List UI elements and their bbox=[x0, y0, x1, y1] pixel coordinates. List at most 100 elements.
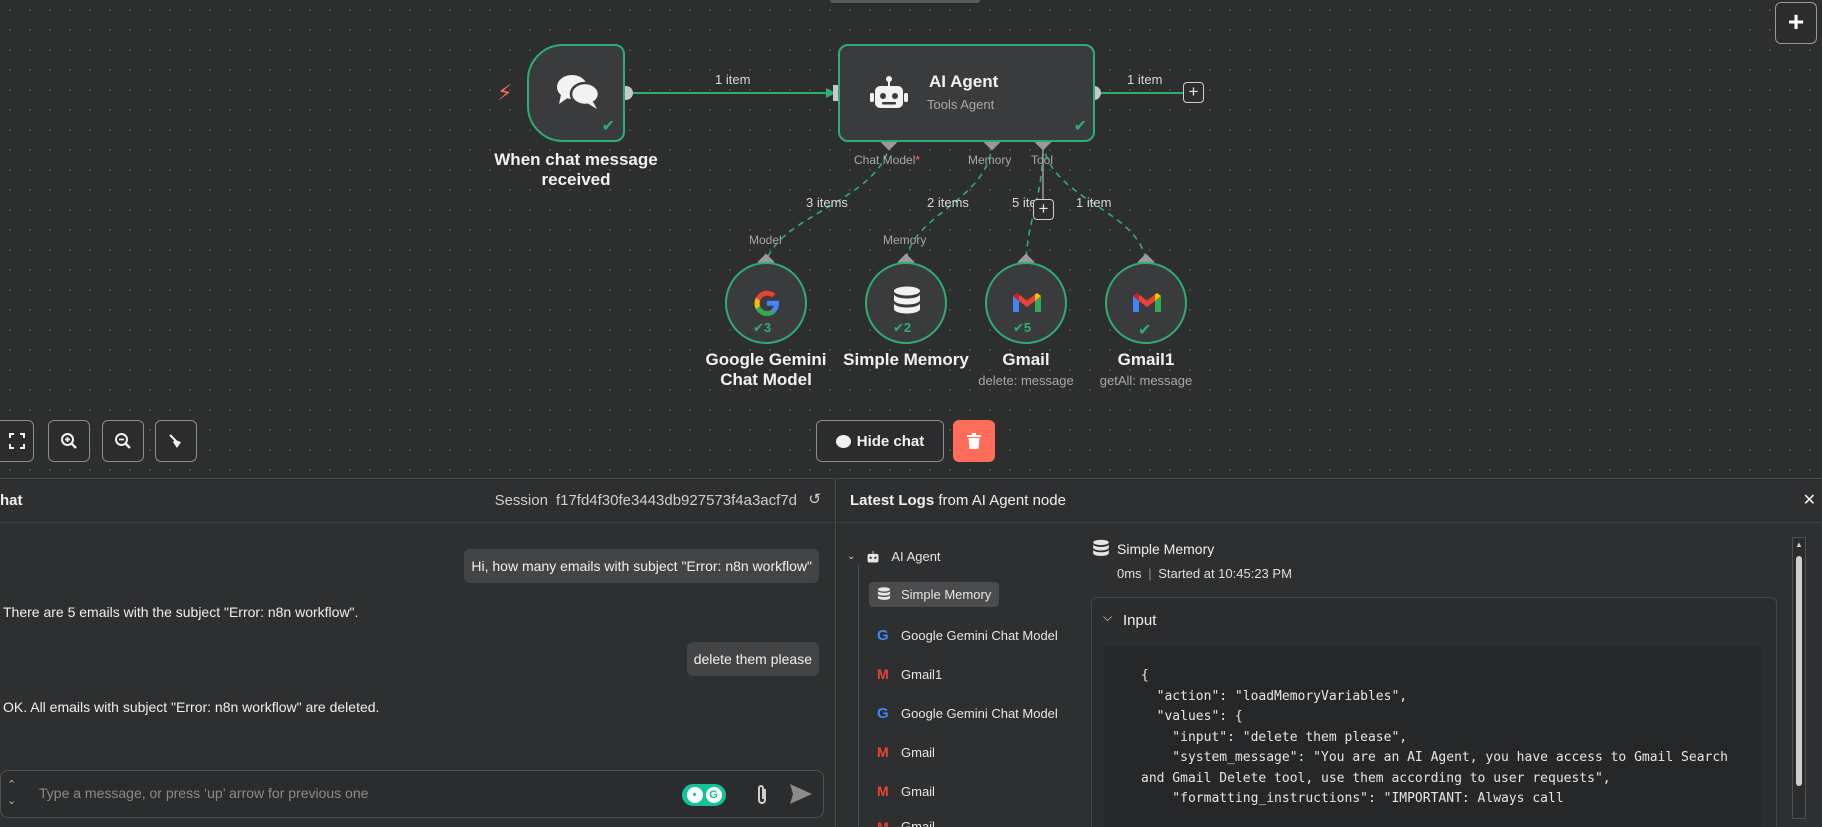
logs-scrollbar[interactable]: ▲ bbox=[1792, 537, 1806, 819]
chat-header: hat Session f17fd4f30fe3443db927573f4a3ac… bbox=[0, 479, 835, 523]
fit-view-button[interactable] bbox=[0, 420, 34, 462]
trigger-node[interactable]: ✔ bbox=[527, 44, 625, 142]
hide-chat-button[interactable]: Hide chat bbox=[816, 420, 944, 462]
database-icon bbox=[1093, 539, 1109, 556]
google-icon bbox=[754, 290, 779, 316]
google-icon: G bbox=[877, 705, 889, 722]
log-tree-item-gemini[interactable]: G Google Gemini Chat Model bbox=[877, 627, 1058, 644]
chat-message-bot: OK. All emails with subject "Error: n8n … bbox=[3, 699, 380, 715]
session-label: Session bbox=[494, 492, 548, 509]
tree-item-label: AI Agent bbox=[891, 549, 941, 564]
database-icon bbox=[894, 286, 920, 314]
robot-icon bbox=[870, 76, 908, 108]
chevron-down-icon[interactable]: ⌵ bbox=[1103, 610, 1113, 624]
tree-item-label: Simple Memory bbox=[901, 587, 992, 602]
agent-subtitle: Tools Agent bbox=[927, 97, 995, 112]
gmail1-node-subtitle: getAll: message bbox=[1099, 373, 1193, 388]
port-label-memory-in: Memory bbox=[883, 233, 927, 247]
tree-item-label: Gmail bbox=[901, 819, 935, 827]
gmail1-node[interactable]: ✔ bbox=[1105, 262, 1187, 344]
trigger-node-title: When chat message received bbox=[494, 150, 658, 189]
log-tree-item-simple-memory[interactable]: Simple Memory bbox=[869, 582, 1000, 607]
success-check-icon: ✔ bbox=[1138, 322, 1152, 339]
chat-input-container: ⌃⌄ • G bbox=[0, 770, 824, 818]
hide-chat-label: Hide chat bbox=[856, 432, 925, 450]
input-json-viewer: { "action": "loadMemoryVariables", "valu… bbox=[1104, 646, 1762, 827]
broom-icon bbox=[169, 434, 181, 448]
gmail-node-subtitle: delete: message bbox=[978, 373, 1074, 388]
add-next-node-button[interactable]: + bbox=[1183, 82, 1204, 103]
log-detail-meta: 0ms | Started at 10:45:23 PM bbox=[1117, 566, 1292, 581]
session-info: Session f17fd4f30fe3443db927573f4a3acf7d bbox=[495, 492, 797, 509]
edge-label-model: 3 items bbox=[806, 195, 848, 210]
chat-bubble-icon bbox=[835, 434, 851, 448]
logs-title: Latest Logs from AI Agent node bbox=[850, 492, 1066, 509]
log-tree-item-gmail[interactable]: M Gmail bbox=[877, 783, 935, 799]
port-label-tool: Tool bbox=[1031, 153, 1054, 167]
simple-memory-node[interactable]: ✔2 bbox=[865, 262, 947, 344]
zoom-out-button[interactable] bbox=[102, 420, 144, 462]
edge-model bbox=[765, 142, 891, 263]
edge-label-trigger-agent: 1 item bbox=[715, 72, 751, 87]
top-panel-handle[interactable] bbox=[830, 0, 980, 3]
tree-connector bbox=[858, 564, 859, 827]
tree-item-label: Google Gemini Chat Model bbox=[901, 628, 1058, 643]
edge-label-agent-out: 1 item bbox=[1127, 72, 1163, 87]
run-count: ✔5 bbox=[1013, 320, 1032, 335]
grammarly-widget[interactable]: • G bbox=[682, 784, 726, 806]
log-tree-item-gmail[interactable]: M Gmail bbox=[877, 744, 935, 760]
scroll-up-icon[interactable]: ▲ bbox=[1795, 540, 1803, 549]
add-tool-button[interactable]: + bbox=[1033, 199, 1054, 220]
chat-message-user: Hi, how many emails with subject "Error:… bbox=[464, 549, 819, 583]
zoom-out-icon bbox=[115, 433, 131, 449]
scrollbar-thumb[interactable] bbox=[1796, 556, 1802, 786]
agent-input-port bbox=[833, 85, 840, 101]
grammarly-icon: G bbox=[705, 787, 722, 803]
gmail-icon: M bbox=[877, 744, 889, 760]
gmail-icon bbox=[1013, 293, 1041, 312]
log-tree-item-gmail[interactable]: M Gmail bbox=[877, 819, 935, 827]
input-section-label[interactable]: Input bbox=[1123, 612, 1157, 629]
agent-title: AI Agent bbox=[929, 72, 999, 91]
ai-agent-node[interactable]: AI Agent Tools Agent ✔ bbox=[838, 44, 1095, 142]
gemini-node[interactable]: ✔3 bbox=[725, 262, 807, 344]
chat-title: hat bbox=[0, 492, 23, 509]
workflow-canvas[interactable]: + ⚡ ✔ When chat message received AI Agen… bbox=[0, 0, 1822, 478]
zoom-in-button[interactable] bbox=[48, 420, 90, 462]
chevron-down-icon: ⌄ bbox=[847, 551, 856, 562]
tidy-up-button[interactable] bbox=[155, 420, 197, 462]
logs-panel: Latest Logs from AI Agent node ✕ ⌄ AI Ag… bbox=[837, 478, 1822, 827]
send-message-icon[interactable] bbox=[789, 783, 813, 805]
log-tree-item-ai-agent[interactable]: ⌄ AI Agent bbox=[847, 549, 941, 564]
chat-message-input[interactable] bbox=[39, 785, 639, 801]
edge-label-tool2: 1 item bbox=[1076, 195, 1112, 210]
gmail1-node-title: Gmail1 bbox=[1117, 350, 1175, 369]
edge-tool2 bbox=[1042, 142, 1147, 263]
gmail-icon: M bbox=[877, 783, 889, 799]
attach-file-icon[interactable] bbox=[753, 783, 771, 807]
run-start-time: Started at 10:45:23 PM bbox=[1158, 566, 1292, 581]
history-arrows-icon[interactable]: ⌃⌄ bbox=[7, 779, 17, 807]
log-detail-title: Simple Memory bbox=[1117, 541, 1215, 557]
log-tree-item-gemini[interactable]: G Google Gemini Chat Model bbox=[877, 705, 1058, 722]
port-label-chat-model: Chat Model* bbox=[854, 153, 921, 167]
trigger-bolt-icon: ⚡ bbox=[497, 80, 513, 105]
log-tree-item-gmail1[interactable]: M Gmail1 bbox=[877, 666, 942, 682]
edge-label-memory: 2 items bbox=[927, 195, 969, 210]
gmail-icon: M bbox=[877, 819, 889, 827]
database-icon bbox=[877, 587, 891, 600]
session-id[interactable]: f17fd4f30fe3443db927573f4a3acf7d bbox=[555, 492, 797, 509]
chat-message-bot: There are 5 emails with the subject "Err… bbox=[3, 604, 359, 620]
gemini-node-title: Google Gemini Chat Model bbox=[705, 350, 827, 389]
robot-icon bbox=[867, 550, 879, 562]
tree-item-label: Gmail1 bbox=[901, 666, 943, 682]
gmail-icon: M bbox=[877, 666, 889, 682]
close-logs-icon[interactable]: ✕ bbox=[1802, 492, 1816, 509]
gmail-node-title: Gmail bbox=[1002, 350, 1050, 369]
chat-bubbles-icon bbox=[557, 75, 601, 109]
clear-execution-button[interactable] bbox=[953, 420, 995, 462]
add-node-button[interactable]: + bbox=[1775, 2, 1817, 44]
refresh-session-icon[interactable]: ↺ bbox=[808, 491, 821, 508]
chat-message-user: delete them please bbox=[686, 642, 819, 676]
gmail-node[interactable]: ✔5 bbox=[985, 262, 1067, 344]
